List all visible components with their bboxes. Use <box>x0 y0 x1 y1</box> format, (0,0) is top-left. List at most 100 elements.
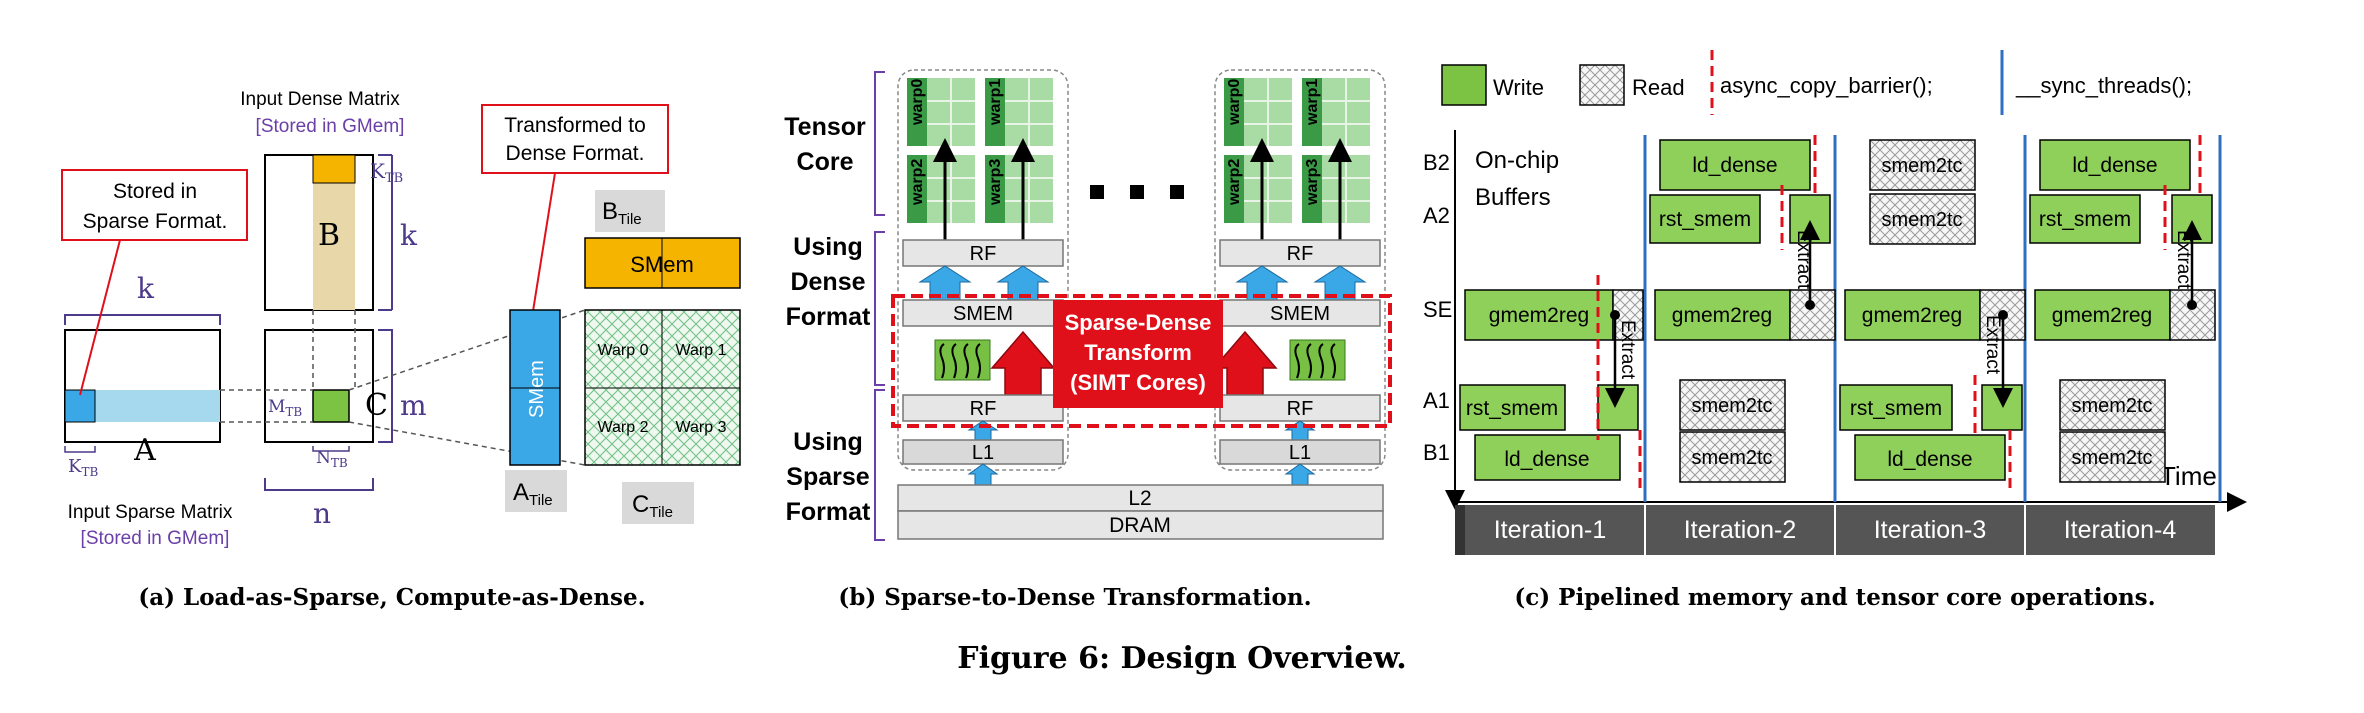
op-smem2tc-3a: smem2tc <box>1881 155 1962 177</box>
bracket-tensor-core <box>874 71 885 216</box>
warp3-label-left: warp3 <box>987 159 1004 206</box>
op-smem2tc-3b: smem2tc <box>1881 209 1962 231</box>
op-ld-dense-4: ld_dense <box>2072 154 2157 177</box>
iteration-4: Iteration-4 <box>2064 516 2177 544</box>
warp1-label-left: warp1 <box>987 79 1004 126</box>
smem-vertical-label: SMem <box>526 360 548 418</box>
l2-label: L2 <box>1128 487 1151 510</box>
op-smem2tc-2b: smem2tc <box>1691 447 1772 469</box>
row-se: SE <box>1423 297 1452 322</box>
onchip-l1: On-chip <box>1475 147 1559 174</box>
op-rst-smem-4: rst_smem <box>2039 208 2131 231</box>
rf-top-left: RF <box>970 243 997 265</box>
label-ktb-a: KTB <box>68 456 98 479</box>
time-label: Time <box>2160 461 2217 491</box>
sm-column-left: warp0 warp1 warp2 warp3 RF <box>897 69 1069 486</box>
tensor-core-l1: Tensor <box>784 113 866 141</box>
using-dense-l3: Format <box>786 303 871 331</box>
using-dense-l1: Using <box>793 233 862 261</box>
bracket-k-top <box>64 314 221 325</box>
iteration-1: Iteration-1 <box>1494 516 1607 544</box>
legend-barrier: async_copy_barrier(); <box>1720 73 1933 98</box>
iter2-ops: ld_dense rst_smem gmem2reg Extract smem2… <box>1649 135 1836 483</box>
using-sparse-l3: Format <box>786 498 871 526</box>
op-rst-smem-1: rst_smem <box>1466 397 1558 420</box>
using-sparse-l2: Sparse <box>786 463 869 491</box>
callout-transformed-l1: Transformed to <box>504 114 646 137</box>
label-ktb-b: KTB <box>370 159 403 186</box>
label-b: B <box>318 218 340 253</box>
l1-left: L1 <box>972 442 994 464</box>
op-gmem2reg-3: gmem2reg <box>1862 304 1962 327</box>
smem-right: SMEM <box>1270 303 1330 325</box>
op-gmem2reg-1: gmem2reg <box>1489 304 1589 327</box>
b-tile-label: BTile <box>602 198 642 228</box>
label-a: A <box>133 433 156 468</box>
transform-region <box>891 294 1392 428</box>
input-sparse-title: Input Sparse Matrix <box>68 502 233 523</box>
warp2-label-right: warp2 <box>1226 159 1243 206</box>
row-a2: A2 <box>1423 203 1450 228</box>
input-dense-title: Input Dense Matrix <box>240 89 400 110</box>
warp-2-label: Warp 2 <box>598 419 649 436</box>
label-n: n <box>313 497 331 530</box>
op-extract-4: Extract <box>2173 230 2194 290</box>
caption-b: (b) Sparse-to-Dense Transformation. <box>838 584 1311 611</box>
op-ld-dense-1: ld_dense <box>1504 448 1589 471</box>
using-sparse-l1: Using <box>793 428 862 456</box>
callout-transformed <box>481 104 669 174</box>
iter3-ops: smem2tc smem2tc gmem2reg rst_smem ld_den… <box>1839 139 2026 490</box>
callout-stored-l1: Stored in <box>113 180 197 203</box>
op-gmem2reg-4: gmem2reg <box>2052 304 2152 327</box>
smem-horizontal-label: SMem <box>630 252 694 277</box>
iteration-3: Iteration-3 <box>1874 516 1987 544</box>
dram-label: DRAM <box>1109 514 1171 537</box>
matrix-b: B KTB <box>264 154 403 311</box>
op-ld-dense-3: ld_dense <box>1887 448 1972 471</box>
callout-transformed-l2: Dense Format. <box>506 142 645 165</box>
callout-stored-sparse <box>61 169 248 241</box>
op-smem2tc-2a: smem2tc <box>1691 395 1772 417</box>
rf-top-right: RF <box>1287 243 1314 265</box>
legend-read-swatch <box>1579 64 1625 106</box>
label-mtb: MTB <box>268 397 302 419</box>
figure-title: Figure 6: Design Overview. <box>957 641 1406 676</box>
iter4-ops: ld_dense rst_smem gmem2reg Extract smem2… <box>2029 135 2216 483</box>
label-k-top: k <box>137 272 155 305</box>
caption-c: (c) Pipelined memory and tensor core ope… <box>1514 584 2155 611</box>
matrix-c: C MTB NTB <box>264 329 388 470</box>
row-b1: B1 <box>1423 440 1450 465</box>
c-tile-label-bg <box>622 482 694 524</box>
panel-b: Tensor Core Using Dense Format Using Spa… <box>784 69 1392 611</box>
panel-a: B KTB k Input Dense Matrix [Stored in GM… <box>61 89 741 611</box>
warp2-label-left: warp2 <box>909 159 926 206</box>
bracket-using-dense <box>874 231 885 386</box>
iter1-ops: gmem2reg rst_smem ld_dense Extract <box>1459 275 1644 490</box>
warp-1-label: Warp 1 <box>676 342 727 359</box>
using-dense-l2: Dense <box>790 268 865 296</box>
warp0-label-left: warp0 <box>909 79 926 126</box>
c-tile-warps: Warp 0 Warp 1 Warp 2 Warp 3 <box>584 309 741 466</box>
bracket-n <box>264 478 374 491</box>
iteration-bar: Iteration-1 Iteration-2 Iteration-3 Iter… <box>1455 505 2215 555</box>
label-m: m <box>400 389 427 422</box>
warp-3-label: Warp 3 <box>676 419 727 436</box>
row-b2: B2 <box>1423 150 1450 175</box>
legend-sync: __sync_threads(); <box>2015 73 2192 98</box>
onchip-l2: Buffers <box>1475 184 1551 211</box>
transform-l2: Transform <box>1084 340 1192 365</box>
bracket-m <box>378 329 393 443</box>
warp1-label-right: warp1 <box>1304 79 1321 126</box>
legend-write-swatch <box>1441 64 1487 106</box>
legend-write: Write <box>1493 75 1544 100</box>
tensor-core-l2: Core <box>797 148 854 176</box>
iteration-2: Iteration-2 <box>1684 516 1797 544</box>
row-a1: A1 <box>1423 388 1450 413</box>
b-tile-label-bg <box>595 190 665 232</box>
rf-bottom-left: RF <box>970 398 997 420</box>
smem-left: SMEM <box>953 303 1013 325</box>
c-tile-label: CTile <box>632 491 673 521</box>
transform-l3: (SIMT Cores) <box>1070 370 1206 395</box>
op-extract-1: Extract <box>1617 320 1638 380</box>
